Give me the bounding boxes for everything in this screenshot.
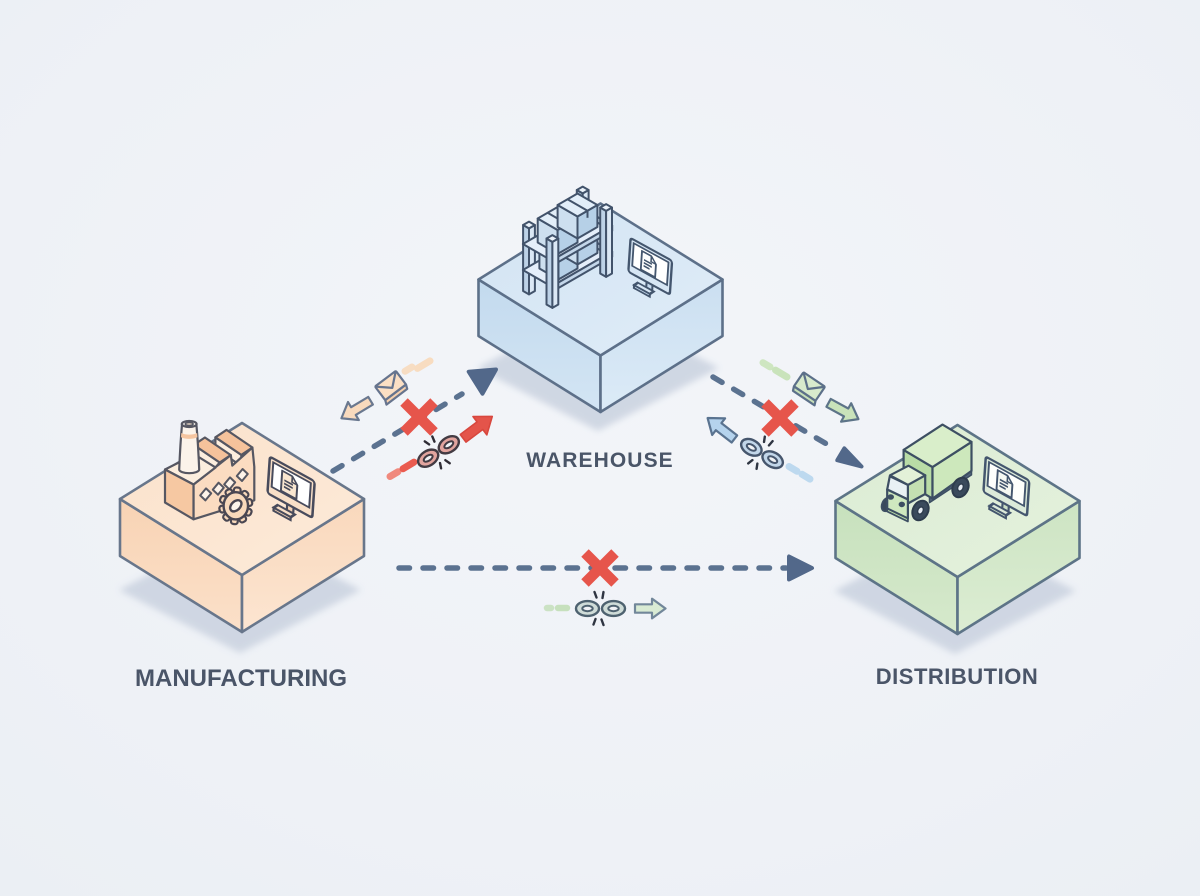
svg-text:MANUFACTURING: MANUFACTURING — [135, 665, 347, 692]
svg-text:WAREHOUSE: WAREHOUSE — [526, 449, 674, 472]
svg-text:DISTRIBUTION: DISTRIBUTION — [876, 664, 1038, 689]
